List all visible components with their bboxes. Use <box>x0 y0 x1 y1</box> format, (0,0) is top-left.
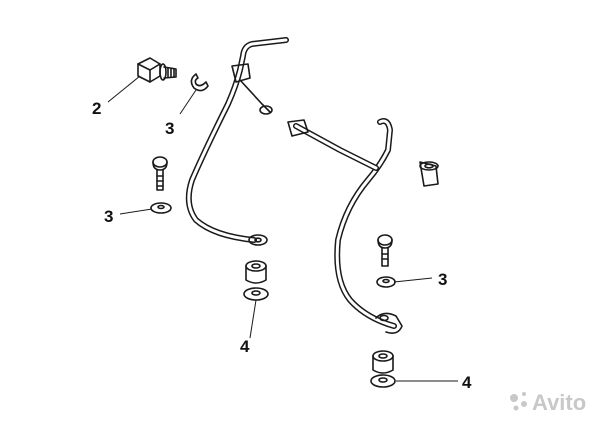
avito-watermark: Avito <box>510 390 586 415</box>
callout-bolt-left: 2 <box>92 99 101 118</box>
flange-bolt <box>137 57 177 83</box>
callout-washer-right: 3 <box>438 270 447 289</box>
spring-clip <box>190 73 209 92</box>
spacer-tube <box>419 161 439 187</box>
left-bracket-rod <box>185 37 289 246</box>
right-bracket-rod <box>287 118 403 334</box>
callout-grommet-left: 4 <box>240 337 250 356</box>
leader-clip <box>179 89 197 115</box>
leader-washer-left <box>119 208 153 215</box>
callout-washer-left: 3 <box>104 207 113 226</box>
mushroom-bolt-left <box>152 156 168 191</box>
grommet-right <box>370 350 396 388</box>
leader-bolt <box>107 75 141 103</box>
callout-clip-left: 3 <box>165 119 174 138</box>
washer-left <box>150 202 172 214</box>
leader-washer-right <box>393 277 433 283</box>
grommet-left <box>243 260 269 301</box>
callout-grommet-right: 4 <box>462 373 472 392</box>
mushroom-bolt-right <box>377 234 393 267</box>
watermark-text: Avito <box>532 390 586 415</box>
washer-right <box>376 276 396 288</box>
leader-grommet-left <box>249 299 257 339</box>
